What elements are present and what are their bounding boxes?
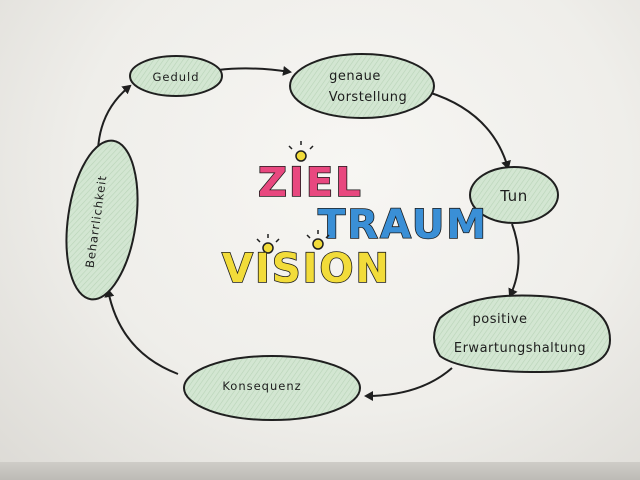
- arrow-beharrlichkeit-to-geduld: [97, 84, 132, 151]
- node-positive-label-line2: Erwartungshaltung: [454, 341, 586, 356]
- sparkle-icon-vision-2: [306, 230, 330, 250]
- node-beharrlichkeit-bubble: [65, 139, 139, 301]
- node-konsequenz-label: Konsequenz: [222, 379, 301, 393]
- node-tun-label: Tun: [499, 187, 527, 205]
- node-geduld: Geduld: [129, 55, 223, 97]
- node-genaue-label-line2: Vorstellung: [329, 90, 408, 105]
- arrow-tun-to-positive: [508, 223, 520, 298]
- word-traum: TRAUM: [318, 202, 488, 248]
- arrow-genaue-to-tun: [427, 91, 511, 170]
- node-positive-erwartungshaltung: positive Erwartungshaltung: [433, 294, 612, 374]
- word-ziel: ZIEL: [258, 160, 363, 206]
- node-genaue-vorstellung: genaue Vorstellung: [289, 53, 435, 119]
- node-geduld-bubble: [129, 55, 223, 97]
- node-konsequenz: Konsequenz: [183, 355, 361, 421]
- center-word-group: ZIEL TRAUM VISION: [221, 141, 488, 293]
- arrow-positive-to-konsequenz: [364, 367, 453, 401]
- node-positive-label-line1: positive: [473, 312, 528, 327]
- node-konsequenz-bubble: [183, 355, 361, 421]
- node-genaue-bubble: [289, 53, 435, 119]
- node-positive-bubble: [433, 294, 612, 374]
- table-edge: [0, 462, 640, 480]
- sparkle-icon-vision-1: [256, 234, 280, 254]
- arrow-geduld-to-genaue: [217, 65, 292, 76]
- arrow-konsequenz-to-beharrlichkeit: [104, 288, 179, 375]
- node-geduld-label: Geduld: [152, 70, 199, 84]
- node-beharrlichkeit: Beharrlichkeit: [65, 139, 139, 301]
- sparkle-icon-ziel: [288, 141, 314, 162]
- node-tun-bubble: [469, 166, 559, 224]
- node-tun: Tun: [469, 166, 559, 224]
- node-genaue-label-line1: genaue: [329, 69, 381, 84]
- word-vision: VISION: [222, 246, 391, 292]
